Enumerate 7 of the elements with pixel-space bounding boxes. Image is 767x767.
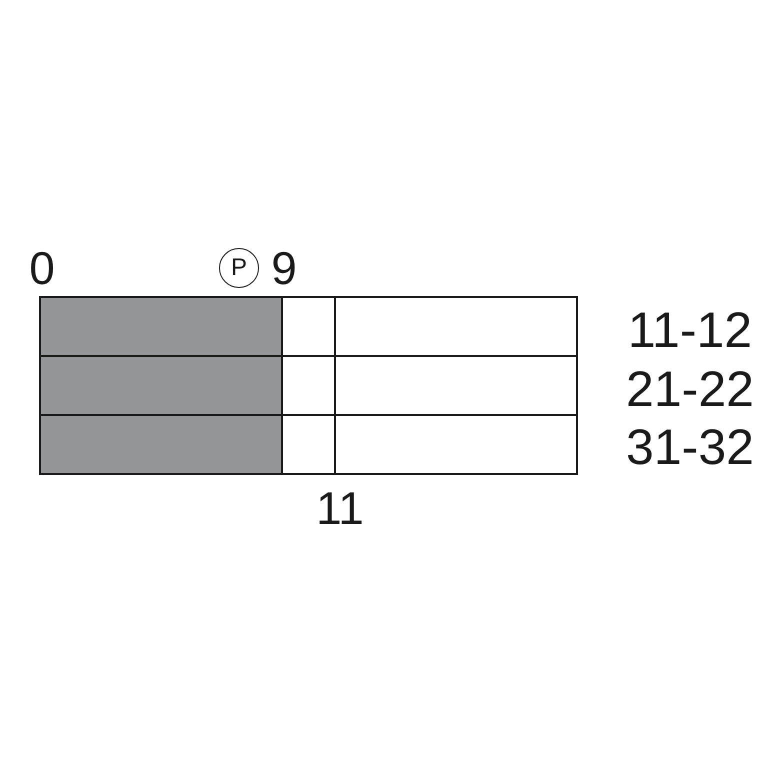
contact-terminal-label: 11-12 [628, 305, 752, 355]
travel-position-label: 0 [29, 245, 55, 291]
contact-terminal-label: 21-22 [626, 364, 754, 414]
contact-terminal-label: 31-32 [626, 422, 754, 472]
travel-position-label: 11 [316, 485, 364, 531]
travel-position-label: 9 [271, 245, 297, 291]
circled-letter: P [219, 248, 259, 288]
